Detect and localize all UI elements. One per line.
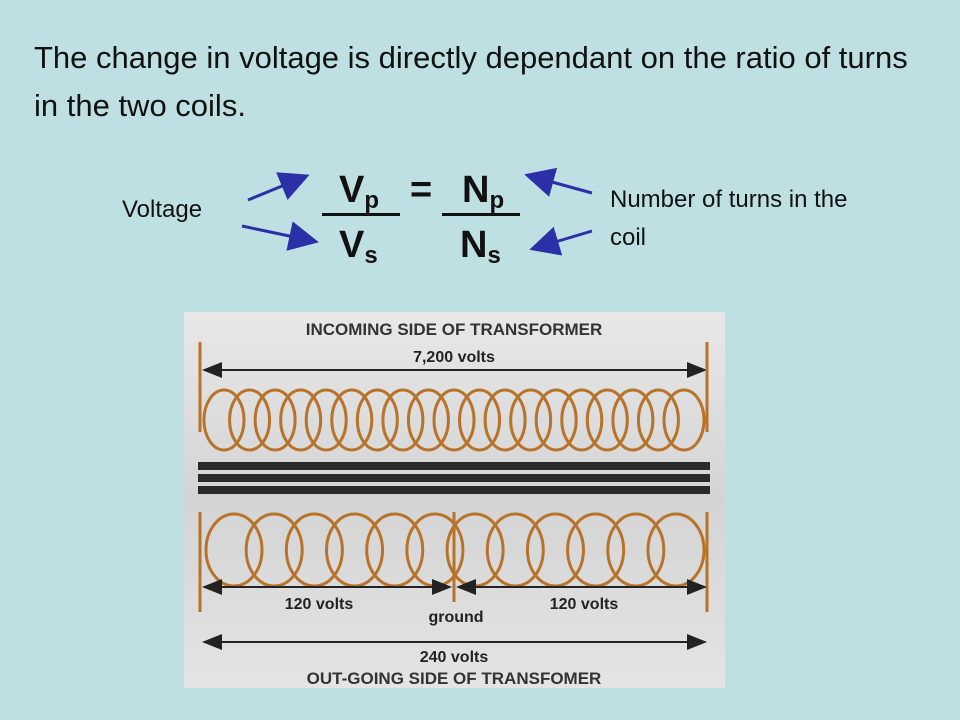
turns-label: Number of turns in the coil (610, 186, 848, 251)
coil-loop (406, 388, 450, 452)
figure-top-voltage: 7,200 volts (413, 349, 495, 366)
formula-np: Np (462, 169, 505, 214)
coil-loop (509, 388, 553, 452)
coil-loop (202, 388, 246, 452)
figure-left-voltage: 120 volts (285, 596, 354, 613)
arrow-voltage-to-vs (241, 221, 319, 251)
primary-coil (202, 388, 706, 452)
figure-right-voltage: 120 volts (550, 596, 619, 613)
fraction-line-left (322, 213, 400, 216)
slide-heading: The change in voltage is directly depend… (34, 40, 908, 123)
figure-ground: ground (428, 609, 483, 626)
coil-loop (458, 388, 502, 452)
transformer-diagram: INCOMING SIDE OF TRANSFORMER 7,200 volts… (184, 312, 725, 688)
coil-loop (432, 388, 476, 452)
coil-loop (611, 388, 655, 452)
figure-total-voltage: 240 volts (420, 649, 489, 666)
coil-loop (304, 388, 348, 452)
figure-bottom-title: OUT-GOING SIDE OF TRANSFOMER (307, 669, 602, 688)
formula-equals: = (410, 169, 433, 211)
arrow-turns-to-np (524, 167, 593, 197)
figure-top-title: INCOMING SIDE OF TRANSFORMER (306, 320, 603, 339)
coil-loop (636, 388, 680, 452)
coil-loop (355, 388, 399, 452)
coil-loop (228, 388, 272, 452)
fraction-line-right (442, 213, 520, 216)
coil-loop (662, 388, 706, 452)
coil-loop (585, 388, 629, 452)
coil-loop (483, 388, 527, 452)
coil-loop (381, 388, 425, 452)
formula-ns: Ns (460, 224, 501, 269)
iron-core (198, 462, 710, 494)
arrow-voltage-to-vp (247, 172, 310, 202)
voltage-label: Voltage (122, 196, 203, 223)
coil-loop (560, 388, 604, 452)
coil-loop (279, 388, 323, 452)
coil-loop (330, 388, 374, 452)
formula-vp: Vp (339, 169, 380, 214)
arrow-turns-to-ns (529, 226, 593, 256)
formula-vs: Vs (339, 224, 378, 269)
coil-loop (534, 388, 578, 452)
coil-loop (253, 388, 297, 452)
